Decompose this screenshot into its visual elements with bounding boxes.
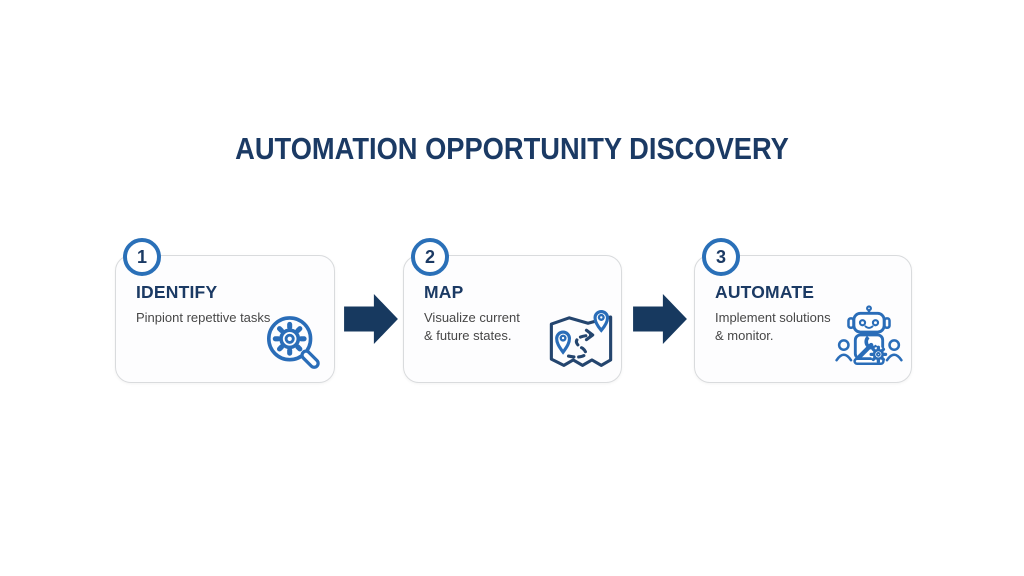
step-card-automate: AUTOMATE Implement solutions & monitor. bbox=[694, 255, 912, 383]
step-number: 3 bbox=[715, 246, 726, 267]
step-card-identify: IDENTIFY Pinpiont repettive tasks bbox=[115, 255, 335, 383]
step-number-badge: 1 bbox=[123, 238, 161, 276]
arrow-right-icon bbox=[344, 294, 398, 344]
robot-icon bbox=[835, 305, 903, 366]
arrow-right-icon bbox=[633, 294, 687, 344]
step-number-badge: 2 bbox=[411, 238, 449, 276]
step-title: MAP bbox=[424, 282, 464, 302]
step-title: AUTOMATE bbox=[715, 282, 815, 302]
step-title: IDENTIFY bbox=[136, 282, 218, 302]
map-route-icon bbox=[549, 310, 613, 367]
step-description: Pinpiont repettive tasks bbox=[136, 310, 271, 325]
step-card-map: MAP Visualize current & future states. bbox=[403, 255, 622, 383]
step-description: Implement solutions & monitor. bbox=[715, 310, 831, 344]
page-title: AUTOMATION OPPORTUNITY DISCOVERY bbox=[235, 131, 789, 166]
step-number: 1 bbox=[136, 246, 147, 267]
magnifier-gear-icon bbox=[267, 316, 320, 369]
step-number: 2 bbox=[424, 246, 435, 267]
step-description: Visualize current & future states. bbox=[424, 310, 520, 344]
step-number-badge: 3 bbox=[702, 238, 740, 276]
